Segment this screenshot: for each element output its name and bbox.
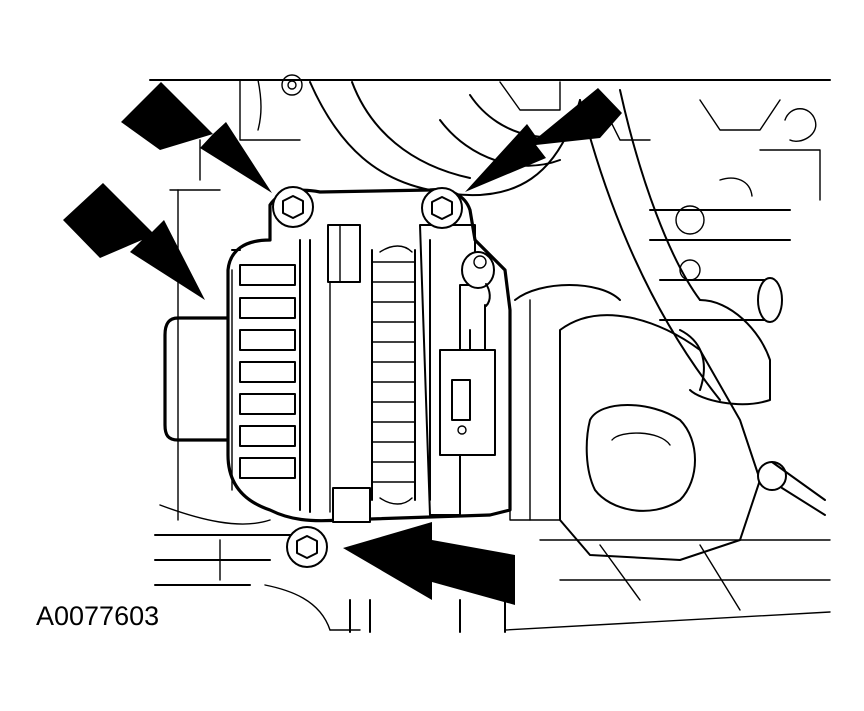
bolt-upper-left [272, 186, 314, 228]
pointer-arrows [63, 82, 622, 605]
bolt-lower [286, 526, 328, 568]
mounting-bolts [272, 186, 463, 568]
arrow-alternator-front [63, 183, 205, 300]
figure-id-label: A0077603 [36, 601, 160, 631]
arrow-lower-bolt [343, 522, 515, 605]
bolt-upper-right [421, 187, 463, 229]
alternator [163, 188, 512, 523]
arrow-upper-left-bolt [121, 82, 272, 193]
arrow-upper-right-bolt [465, 88, 622, 192]
alternator-center-ribs [371, 245, 416, 505]
alternator-front-fins [231, 229, 331, 513]
